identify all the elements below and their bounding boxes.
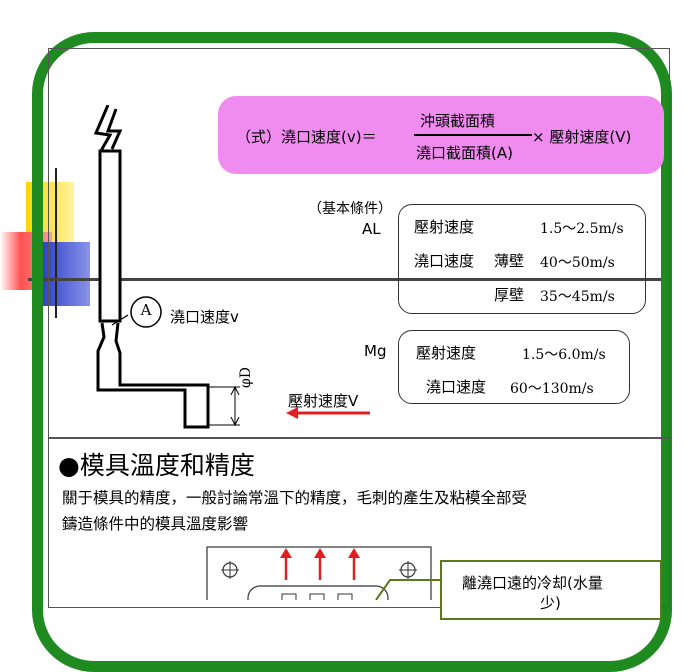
- paragraph-line-1: 關于模具的精度，一般討論常溫下的精度，毛刺的產生及粘模全部受: [62, 489, 528, 507]
- formula-denominator: 澆口截面積(A): [416, 144, 513, 162]
- mg-label: Mg: [364, 342, 387, 360]
- al-row3-value: 35〜45m/s: [540, 289, 615, 305]
- gate-area-circle: [130, 296, 162, 328]
- al-row2-name: 澆口速度: [414, 252, 475, 270]
- shot-velocity-label: 壓射速度V: [288, 392, 359, 410]
- diameter-label: φD: [238, 366, 254, 388]
- callout-line-2: 少): [540, 594, 561, 612]
- al-row3-sub: 厚壁: [494, 286, 525, 304]
- paragraph-line-2: 鑄造條件中的模具溫度影響: [62, 515, 249, 533]
- mold-diagram: [206, 546, 440, 600]
- gate-area-label: A: [140, 301, 152, 319]
- al-brace: [398, 204, 646, 314]
- callout-line-1: 離澆口遠的冷却(水量: [462, 574, 603, 592]
- formula-numerator: 沖頭截面積: [420, 112, 496, 130]
- al-label: AL: [362, 220, 381, 238]
- section-heading: ●模具溫度和精度: [58, 451, 255, 480]
- mg-row2-value: 60〜130m/s: [510, 381, 594, 397]
- diagram-panel: [48, 48, 670, 438]
- gate-velocity-label: 澆口速度v: [170, 308, 239, 326]
- al-row1-value: 1.5〜2.5m/s: [540, 221, 624, 237]
- shot-sleeve-diagram: [93, 105, 370, 429]
- mg-brace: [398, 330, 630, 404]
- fraction-bar: [414, 134, 532, 136]
- formula-rhs: × 壓射速度(V): [532, 128, 632, 146]
- al-row2-value: 40〜50m/s: [540, 255, 615, 271]
- deco-horizontal-line: [28, 278, 668, 281]
- al-row1-name: 壓射速度: [414, 218, 475, 236]
- al-row2-sub: 薄壁: [494, 252, 525, 270]
- mg-row1-name: 壓射速度: [416, 344, 477, 362]
- mg-row1-value: 1.5〜6.0m/s: [522, 347, 606, 363]
- formula-lhs: （式）澆口速度(v)＝: [236, 128, 377, 146]
- mg-row2-name: 澆口速度: [426, 378, 487, 396]
- deco-vertical-line: [55, 168, 57, 318]
- conditions-header: （基本條件）: [308, 201, 392, 217]
